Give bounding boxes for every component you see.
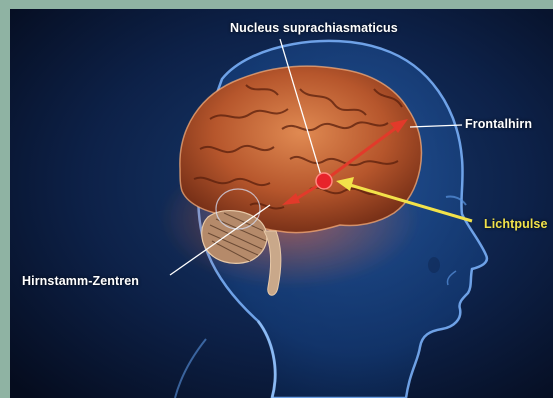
label-hirnstamm-zentren: Hirnstamm-Zentren bbox=[22, 274, 139, 288]
nucleus-marker bbox=[316, 173, 332, 189]
label-frontalhirn: Frontalhirn bbox=[465, 117, 532, 131]
brain-diagram bbox=[10, 9, 553, 398]
brain-illustration: Nucleus suprachiasmaticus Frontalhirn Li… bbox=[10, 9, 553, 398]
label-nucleus-suprachiasmaticus: Nucleus suprachiasmaticus bbox=[230, 21, 398, 35]
label-lichtpulse: Lichtpulse bbox=[484, 217, 548, 231]
